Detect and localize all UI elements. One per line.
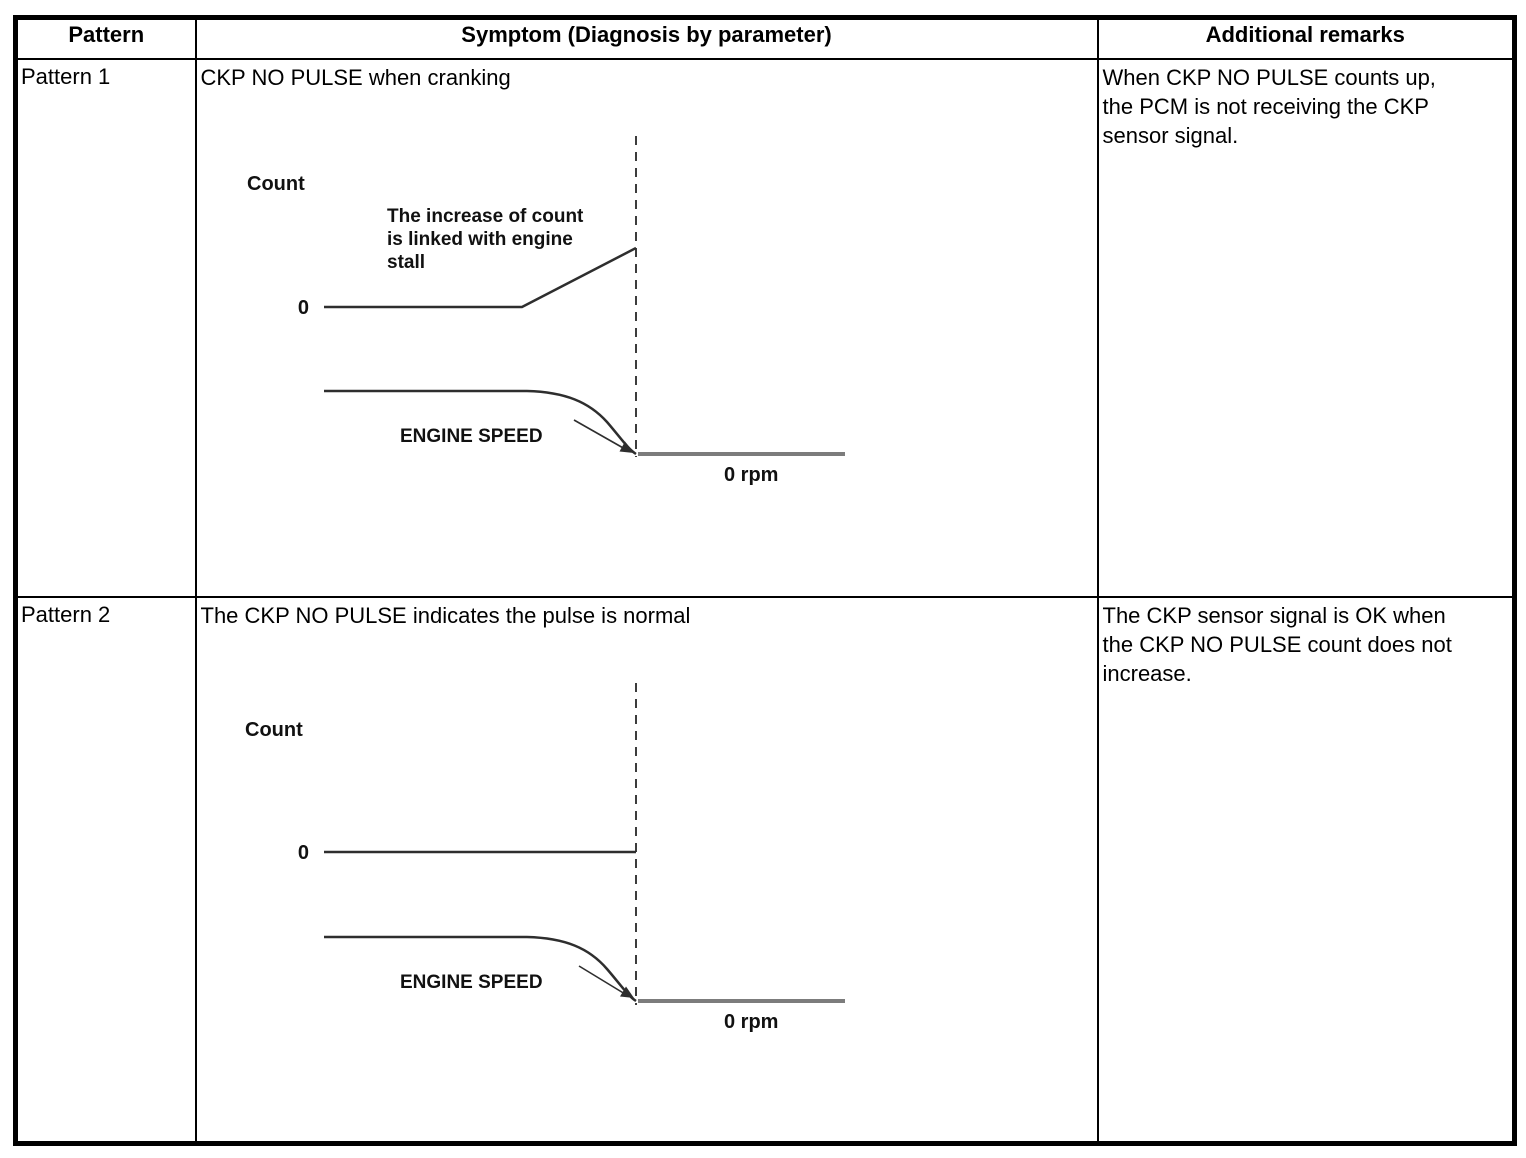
pattern-2-diagram: Count 0 ENGINE SPEED 0 rpm — [245, 683, 845, 1033]
remark-line: When CKP NO PULSE counts up, — [1102, 65, 1436, 90]
table-row-pattern-2: Pattern 2 The CKP NO PULSE indicates the… — [14, 596, 1516, 1145]
header-additional-remarks: Additional remarks — [1096, 16, 1516, 60]
remark-line: sensor signal. — [1102, 123, 1239, 148]
engine-speed-label: ENGINE SPEED — [400, 426, 543, 447]
count-axis-label: Count — [245, 719, 303, 741]
zero-rpm-label: 0 rpm — [724, 1011, 778, 1033]
pattern-2-label: Pattern 2 — [14, 596, 197, 1145]
pattern-2-remarks-cell: The CKP sensor signal is OK when the CKP… — [1096, 596, 1516, 1145]
header-pattern: Pattern — [14, 16, 197, 60]
count-axis-label: Count — [247, 173, 305, 195]
remark-line: The CKP sensor signal is OK when — [1102, 603, 1446, 628]
remark-line: the CKP NO PULSE count does not — [1102, 632, 1452, 657]
stall-annotation-line-3: stall — [387, 252, 425, 273]
pattern-1-symptom-text: CKP NO PULSE when cranking — [200, 65, 511, 90]
engine-speed-arrow — [578, 965, 625, 995]
pattern-2-symptom-cell: The CKP NO PULSE indicates the pulse is … — [194, 596, 1099, 1145]
zero-count-label: 0 — [297, 297, 308, 319]
remark-line: increase. — [1102, 661, 1192, 686]
engine-speed-arrowhead — [619, 986, 634, 998]
engine-speed-label: ENGINE SPEED — [400, 972, 543, 993]
pattern-2-symptom-text: The CKP NO PULSE indicates the pulse is … — [200, 603, 691, 628]
header-symptom: Symptom (Diagnosis by parameter) — [194, 16, 1099, 60]
stall-annotation-line-1: The increase of count — [387, 206, 584, 227]
remark-line: the PCM is not receiving the CKP — [1102, 94, 1429, 119]
pattern-1-diagram: Count The increase of count is linked wi… — [247, 136, 845, 486]
zero-count-label: 0 — [297, 842, 308, 864]
zero-rpm-label: 0 rpm — [724, 464, 778, 486]
header-row: Pattern Symptom (Diagnosis by parameter)… — [14, 16, 1516, 60]
pattern-1-label: Pattern 1 — [14, 58, 197, 598]
stall-annotation-line-2: is linked with engine — [387, 229, 573, 250]
pattern-1-symptom-cell: CKP NO PULSE when cranking — [194, 58, 1099, 598]
pattern-1-remarks-cell: When CKP NO PULSE counts up, the PCM is … — [1096, 58, 1516, 598]
engine-speed-arrowhead — [619, 441, 634, 453]
engine-speed-arrow — [573, 419, 625, 450]
diagnosis-table: Pattern Symptom (Diagnosis by parameter)… — [13, 15, 1517, 1146]
table-row-pattern-1: Pattern 1 CKP NO PULSE when cranking — [14, 58, 1516, 598]
count-line — [323, 246, 637, 309]
